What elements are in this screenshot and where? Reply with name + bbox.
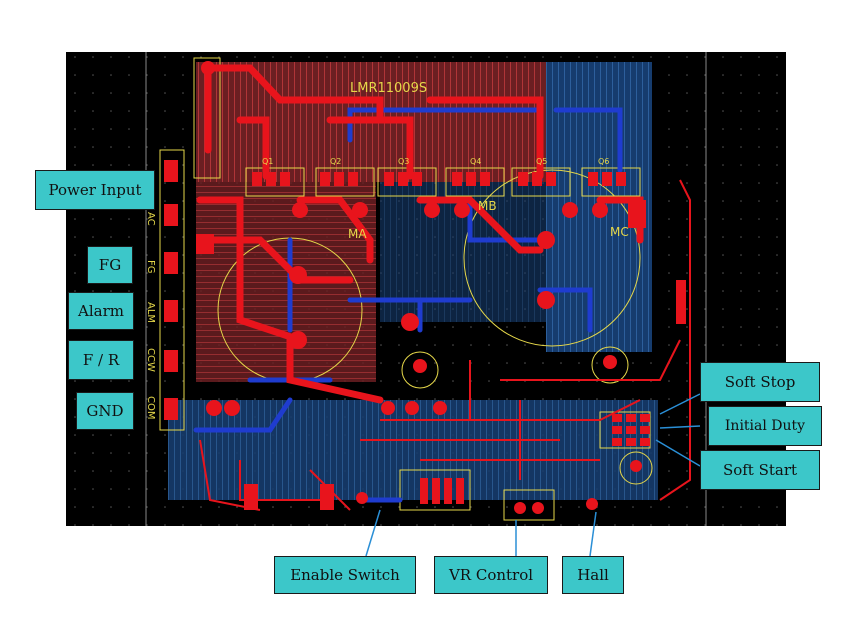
mosfet-label-q2: Q2 bbox=[330, 157, 341, 166]
callout-alarm: Alarm bbox=[68, 292, 134, 330]
motor-label-a: MA bbox=[348, 227, 367, 241]
power-plane-blue-lower bbox=[168, 400, 658, 500]
callout-fr: F / R bbox=[68, 340, 134, 380]
callout-hall: Hall bbox=[562, 556, 624, 594]
motor-label-b: MB bbox=[478, 199, 497, 213]
motor-label-c: MC bbox=[610, 225, 629, 239]
signal-traces bbox=[199, 179, 691, 511]
callout-soft-stop: Soft Stop bbox=[700, 362, 820, 402]
callout-initial-duty: Initial Duty bbox=[708, 406, 822, 446]
callout-enable-switch: Enable Switch bbox=[274, 556, 416, 594]
connector-label-alm: ALM bbox=[145, 302, 156, 323]
connector-label-fg: FG bbox=[145, 260, 156, 274]
mosfet-label-q5: Q5 bbox=[536, 157, 547, 166]
top-layer-traces bbox=[196, 64, 644, 404]
callout-gnd: GND bbox=[76, 392, 134, 430]
part-number-label: LMR11009S bbox=[350, 81, 427, 96]
callout-soft-start: Soft Start bbox=[700, 450, 820, 490]
mosfet-label-q3: Q3 bbox=[398, 157, 409, 166]
mosfet-label-q4: Q4 bbox=[470, 157, 481, 166]
connector-label-com: COM bbox=[145, 396, 156, 419]
pads bbox=[164, 61, 686, 514]
callout-power-input: Power Input bbox=[35, 170, 155, 210]
callout-fg: FG bbox=[87, 246, 133, 284]
silkscreen-layer bbox=[159, 57, 653, 521]
callout-vr-control: VR Control bbox=[434, 556, 548, 594]
connector-label-ac: AC bbox=[145, 212, 156, 226]
mosfet-label-q6: Q6 bbox=[598, 157, 609, 166]
connector-label-ccw: CCW bbox=[145, 348, 156, 372]
mosfet-label-q1: Q1 bbox=[262, 157, 273, 166]
